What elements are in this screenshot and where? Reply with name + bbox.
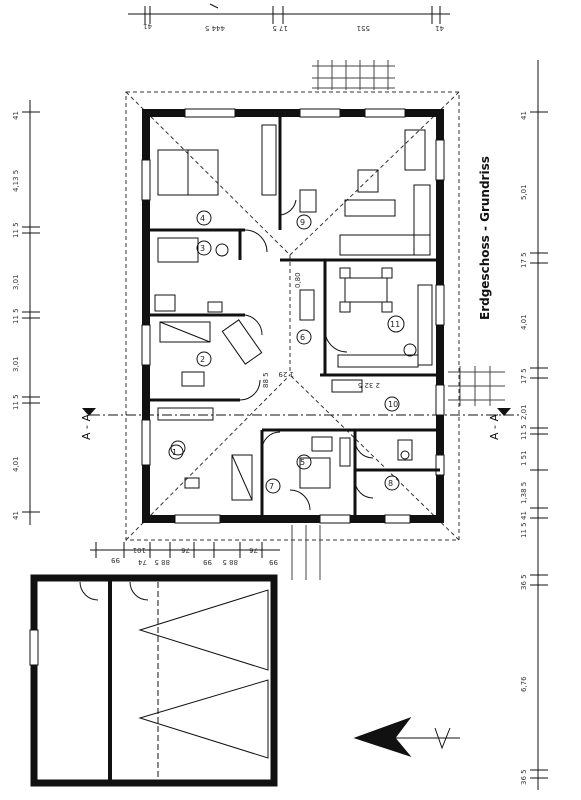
dim-right-3: 17 5 <box>520 252 528 268</box>
shower <box>299 457 331 489</box>
dim-bottom-2: 101 <box>133 546 146 554</box>
sofa-l <box>339 234 431 256</box>
wardrobe-room-1 <box>157 407 214 421</box>
windows <box>141 108 445 524</box>
dim-right-11: 11 5 <box>520 522 528 538</box>
dim-right-7: 11 5 <box>520 424 528 440</box>
door-swings <box>239 199 374 511</box>
dim-top-2: 444 5 <box>205 24 225 32</box>
garage <box>29 574 278 787</box>
dim-right-14: 36 5 <box>520 769 528 785</box>
annotation-1: 0,80 <box>294 272 302 288</box>
dim-left-7: 11 5 <box>12 394 20 410</box>
dim-left-6: 3,01 <box>12 356 20 372</box>
room-number-3: 3 <box>200 244 205 253</box>
room-numbers: 1 2 3 4 5 6 7 8 10 11 9 <box>168 210 405 494</box>
dim-right-10: 41 <box>520 511 528 520</box>
room-number-4: 4 <box>200 214 205 223</box>
interior-walls <box>146 113 440 519</box>
room-number-5: 5 <box>300 458 305 467</box>
left-dimension-line: 41 4,13 5 11 5 3,01 11 5 3,01 11 5 4,01 … <box>12 100 40 525</box>
dining-table <box>344 277 388 303</box>
kitchen-counter-2 <box>337 354 419 368</box>
dim-top-1: 41 <box>143 22 152 30</box>
dim-bottom-6: 99 <box>203 558 212 566</box>
dim-right-1: 41 <box>520 111 528 120</box>
dim-left-2: 4,13 5 <box>12 170 20 192</box>
dim-left-8: 4,01 <box>12 456 20 472</box>
room-number-8: 8 <box>388 479 393 488</box>
room-number-7: 7 <box>269 482 274 491</box>
dim-left-5: 11 5 <box>12 308 20 324</box>
annotation-2: 88 5 <box>262 372 270 388</box>
terrace-grid <box>291 60 505 580</box>
dim-left-3: 11 5 <box>12 222 20 238</box>
room-number-6: 6 <box>300 333 305 342</box>
annotation-4: 2 32 5 <box>358 381 380 389</box>
shelf <box>404 129 426 171</box>
dim-bottom-9: 99 <box>269 558 278 566</box>
dim-top-5: 41 <box>435 24 444 32</box>
dim-right-13: 6,76 <box>520 676 528 692</box>
furniture <box>154 124 433 501</box>
north-arrow-icon <box>353 716 460 758</box>
section-label-left: A - A <box>80 414 93 440</box>
dim-left-1: 41 <box>12 111 20 120</box>
bottom-dimension-line: 99 101 74 88 5 76 99 88 5 76 99 <box>90 542 280 566</box>
bathtub <box>157 237 199 263</box>
dim-bottom-3: 74 <box>138 558 147 566</box>
wc <box>397 439 413 461</box>
section-line: A - A A - A <box>80 408 520 440</box>
dim-left-4: 3,01 <box>12 274 20 290</box>
dim-right-5: 17 5 <box>520 368 528 384</box>
dim-bottom-1: 99 <box>111 556 120 564</box>
room-number-11: 11 <box>390 320 400 329</box>
dim-right-2: 5,01 <box>520 184 528 200</box>
dim-left-9: 41 <box>12 511 20 520</box>
room-annotations: 0,80 88 5 1 29 2 32 5 <box>262 272 380 389</box>
dim-bottom-4: 88 5 <box>154 558 170 566</box>
dim-right-12: 36 5 <box>520 574 528 590</box>
section-label-right: A - A <box>488 414 501 440</box>
armchair <box>357 169 379 193</box>
stairs <box>299 289 315 321</box>
dim-right-4: 4,01 <box>520 314 528 330</box>
right-dimension-line: 41 5,01 17 5 4,01 17 5 2,01 11 5 1 51 1,… <box>520 60 548 790</box>
kitchen-counter <box>417 284 433 366</box>
room-number-10: 10 <box>388 400 398 409</box>
top-dimension-line: 41 444 5 17 5 551 41 <box>128 3 450 32</box>
section-arrow-icon <box>82 408 96 416</box>
dim-bottom-8: 76 <box>249 546 258 554</box>
dim-bottom-7: 88 5 <box>222 558 238 566</box>
dim-top-4: 551 <box>357 24 370 32</box>
page-title: Erdgeschoss - Grundriss <box>478 156 492 320</box>
wardrobe-room-4 <box>261 124 277 196</box>
dim-right-6: 2,01 <box>520 404 528 420</box>
bed-room-2 <box>159 321 211 343</box>
coffee-table <box>344 199 396 217</box>
room-number-2: 2 <box>200 355 205 364</box>
annotation-3: 1 29 <box>278 370 294 378</box>
bed-room-1 <box>231 454 253 501</box>
room-number-9: 9 <box>300 218 305 227</box>
dim-top-3: 17 5 <box>272 24 288 32</box>
dim-right-8: 1 51 <box>520 450 528 466</box>
dim-right-9: 1,38 5 <box>520 482 528 504</box>
room-number-1: 1 <box>172 448 177 457</box>
dim-bottom-5: 76 <box>181 546 190 554</box>
